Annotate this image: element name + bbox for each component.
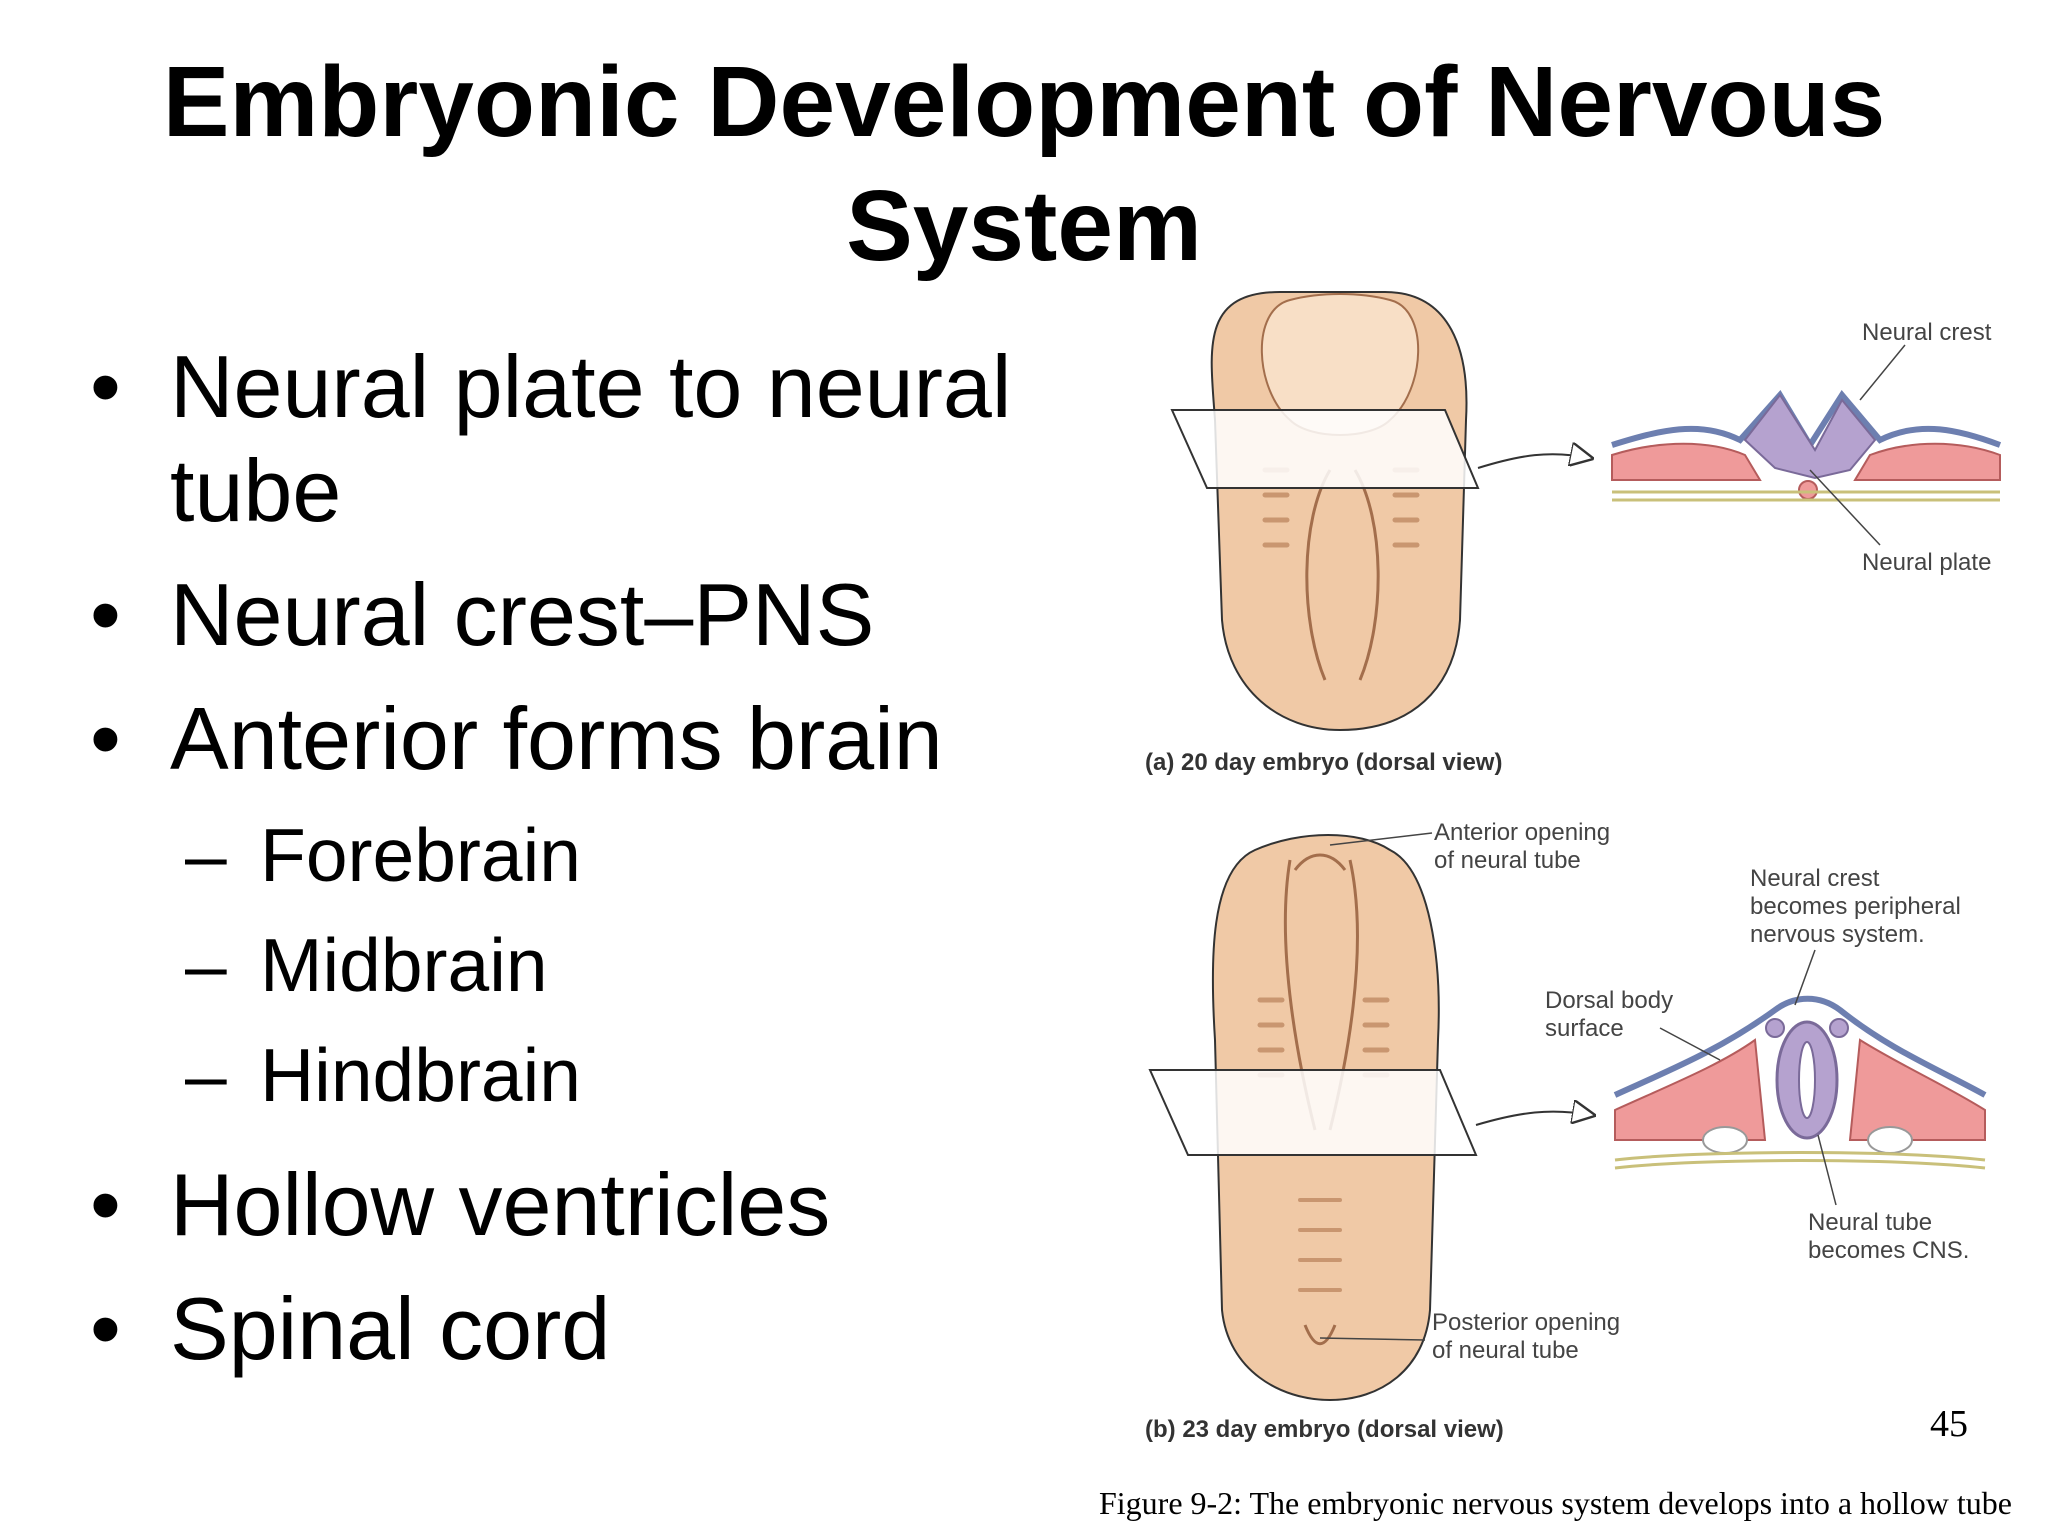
- label-posterior-opening-line1: Posterior opening: [1432, 1309, 1620, 1336]
- sub-bullet-text: Midbrain: [260, 923, 548, 1007]
- bullet-dot: •: [90, 337, 121, 436]
- bullet-text: Neural plate to neural tube: [170, 337, 1012, 540]
- panel-b-caption: (b) 23 day embryo (dorsal view): [1145, 1416, 1504, 1443]
- coelom-left-b: [1702, 1126, 1748, 1154]
- bullet-dot: •: [90, 1155, 121, 1254]
- cross-section-b: [1613, 995, 1987, 1170]
- sub-bullet-dash: –: [185, 1033, 227, 1117]
- cross-section-a: [1611, 389, 2002, 502]
- leader-anterior-opening: [1329, 832, 1433, 846]
- bullet-text: Hollow ventricles: [170, 1155, 831, 1254]
- bullet-item: • Hollow ventricles: [80, 1153, 1060, 1257]
- bullet-item: • Neural crest–PNS: [80, 563, 1060, 667]
- panel-a-caption: (a) 20 day embryo (dorsal view): [1145, 749, 1502, 776]
- label-anterior-opening-line2: of neural tube: [1434, 847, 1581, 874]
- mesoderm-right-a: [1853, 442, 2001, 481]
- embryo-b-somites-right: [1362, 997, 1390, 1078]
- label-anterior-opening-line1: Anterior opening: [1434, 819, 1610, 846]
- bullet-item: • Spinal cord: [80, 1277, 1060, 1381]
- label-neural-tube-line2: becomes CNS.: [1808, 1237, 1969, 1264]
- label-neural-crest-b-line3: nervous system.: [1750, 921, 1925, 948]
- neural-crest-left-b: [1765, 1018, 1785, 1038]
- bullet-list: • Neural plate to neural tube • Neural c…: [80, 335, 1060, 1401]
- label-dorsal-surface-line1: Dorsal body: [1545, 987, 1673, 1014]
- bullet-text: Anterior forms brain: [170, 689, 943, 788]
- leader-neural-crest-b: [1794, 949, 1816, 1006]
- embryo-a-neural-groove: [1305, 469, 1380, 681]
- label-neural-crest-b-line1: Neural crest: [1750, 865, 1880, 892]
- embryo-b-somites-left: [1257, 997, 1285, 1078]
- sub-bullet-list: – Forebrain – Midbrain – Hindbrain: [80, 811, 1060, 1119]
- neural-plate-a: [1743, 393, 1877, 480]
- sub-bullet-text: Forebrain: [260, 813, 581, 897]
- arrow-a: [1477, 454, 1590, 469]
- sub-bullet-item: – Hindbrain: [80, 1031, 1060, 1119]
- endoderm-a: [1612, 490, 2000, 502]
- sub-bullet-item: – Forebrain: [80, 811, 1060, 899]
- bullet-item: • Anterior forms brain: [80, 687, 1060, 791]
- leader-neural-plate-a: [1809, 469, 1881, 546]
- sub-bullet-dash: –: [185, 813, 227, 897]
- leader-posterior-opening: [1319, 1337, 1426, 1341]
- bullet-dot: •: [90, 1279, 121, 1378]
- leader-dorsal-surface: [1659, 1027, 1721, 1061]
- endoderm-b: [1614, 1151, 1986, 1170]
- ectoderm-b: [1613, 995, 1987, 1098]
- label-neural-crest-b-line2: becomes peripheral: [1750, 893, 1961, 920]
- panel-a-embryo: [1170, 290, 1480, 732]
- notochord-a: [1798, 480, 1818, 500]
- embryo-b-anterior-opening: [1293, 853, 1347, 871]
- figure-caption: Figure 9-2: The embryonic nervous system…: [1098, 1485, 2012, 1521]
- sub-bullet-text: Hindbrain: [260, 1033, 582, 1117]
- label-dorsal-surface-line2: surface: [1545, 1015, 1624, 1042]
- panel-b-embryo: [1148, 834, 1478, 1402]
- label-neural-tube-line1: Neural tube: [1808, 1209, 1932, 1236]
- section-plane-b: [1148, 1069, 1478, 1156]
- slide-title: Embryonic Development of Nervous System: [162, 46, 1886, 282]
- leader-neural-crest-a: [1859, 344, 1906, 401]
- bullet-dot: •: [90, 689, 121, 788]
- coelom-right-b: [1867, 1126, 1913, 1154]
- mesoderm-left-b: [1614, 1038, 1767, 1141]
- leader-neural-tube: [1817, 1134, 1837, 1206]
- bullet-dot: •: [90, 565, 121, 664]
- mesoderm-left-a: [1611, 442, 1762, 481]
- mesoderm-right-b: [1848, 1038, 1986, 1141]
- bullet-text: Neural crest–PNS: [170, 565, 875, 664]
- label-neural-plate-a: Neural plate: [1862, 549, 1991, 576]
- embryo-b-posterior-opening: [1303, 1324, 1337, 1346]
- sub-bullet-item: – Midbrain: [80, 921, 1060, 1009]
- sub-bullet-dash: –: [185, 923, 227, 1007]
- section-plane-a: [1170, 409, 1480, 489]
- embryo-b-spinal-segments: [1298, 1198, 1342, 1292]
- page-number: 45: [1930, 1403, 1968, 1445]
- neural-crest-right-b: [1829, 1018, 1849, 1038]
- neural-canal-b: [1798, 1041, 1816, 1119]
- bullet-item: • Neural plate to neural tube: [80, 335, 1060, 543]
- label-neural-crest-a: Neural crest: [1862, 319, 1992, 346]
- arrow-b: [1475, 1112, 1592, 1126]
- bullet-text: Spinal cord: [170, 1279, 611, 1378]
- label-posterior-opening-line2: of neural tube: [1432, 1337, 1579, 1364]
